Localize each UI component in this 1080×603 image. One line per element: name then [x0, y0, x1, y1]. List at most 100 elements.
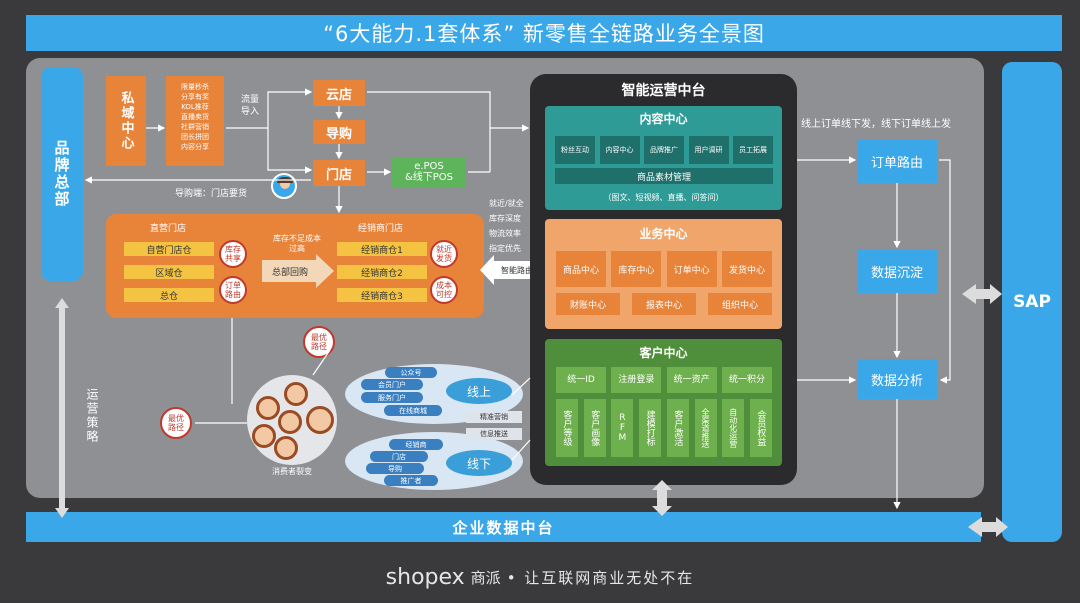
- footer-brand-cn: 商派: [470, 568, 501, 587]
- precision-marketing: 精准营销: [466, 411, 522, 423]
- guide-note: 导购端：门店要货: [175, 189, 248, 199]
- dealer-store-title: 经销商门店: [358, 224, 404, 234]
- customer-row2: 客户等级 客户画像 RFM 建模打标 客户激活 全渠道推送 自动化运营 会员权益: [556, 399, 772, 457]
- dealer-warehouse: 经销商仓1: [337, 242, 427, 256]
- dealer-warehouse: 经销商仓3: [337, 288, 427, 302]
- page-title: “6大能力.1套体系” 新零售全链路业务全景图: [323, 22, 765, 46]
- footer-brand: shopex: [385, 564, 465, 590]
- shopping-guide: 导购: [313, 120, 365, 144]
- smart-route-arrow: [480, 255, 542, 285]
- offline-channel: 经销商: [389, 439, 443, 450]
- customer-item: 全渠道推送: [694, 399, 717, 457]
- content-center-title: 内容中心: [639, 111, 688, 126]
- rule-item: 库存深度: [489, 214, 521, 223]
- business-row1: 商品中心 库存中心 订单中心 发货中心: [556, 251, 772, 287]
- order-routing-box: 订单路由: [857, 139, 937, 183]
- list-item: 直播卖货: [181, 113, 209, 121]
- private-domain-center: 私域中心: [106, 76, 146, 166]
- list-item: 社群营销: [181, 123, 209, 131]
- customer-item: 统一资产: [666, 367, 717, 393]
- business-item: 商品中心: [556, 251, 606, 287]
- stamp-best-path: 最优路径: [160, 407, 192, 439]
- brand-hq-bar: 品牌总部: [41, 67, 83, 281]
- direct-store-title: 直营门店: [150, 224, 187, 234]
- customer-item: RFM: [611, 399, 634, 457]
- footer: shopex 商派 • 让互联网商业无处不在: [0, 560, 1080, 594]
- face-icon: [278, 410, 302, 434]
- offline-channel: 导购: [366, 463, 424, 474]
- customer-item: 统一ID: [556, 367, 606, 393]
- rule-item: 物流效率: [489, 229, 521, 238]
- face-icon: [284, 382, 308, 406]
- business-item: 订单中心: [666, 251, 717, 287]
- hq-return-arrow: [262, 254, 334, 288]
- epos-box: e.POS &线下POS: [392, 157, 466, 187]
- data-analysis-box: 数据分析: [857, 359, 937, 399]
- content-item: 用户调研: [688, 136, 729, 164]
- offline-channel: 推广者: [384, 475, 438, 486]
- stamp-cost: 成本可控: [430, 276, 458, 304]
- sap-bar: SAP: [1002, 62, 1062, 542]
- list-item: 内容分享: [181, 143, 209, 151]
- rule-item: 就近/就全: [489, 199, 524, 208]
- business-item: 财账中心: [556, 293, 620, 315]
- content-item: 内容中心: [599, 136, 640, 164]
- business-item: 发货中心: [721, 251, 772, 287]
- ops-strategy-arrow: [55, 298, 69, 518]
- traffic-label: 流量导入: [240, 95, 259, 117]
- direct-store-warehouse: 总仓: [124, 288, 214, 302]
- online-offline-note: 线上订单线下发，线下订单线上发: [801, 119, 951, 130]
- private-domain-list: 限量秒杀 分享有奖 KOL推荐 直播卖货 社群营销 团长拼团 内容分享: [166, 76, 224, 166]
- business-item: 组织中心: [708, 293, 772, 315]
- rule-item: 指定优先: [489, 244, 521, 253]
- footer-slogan: • 让互联网商业无处不在: [506, 568, 695, 587]
- business-row2: 财账中心 报表中心 组织中心: [556, 293, 772, 315]
- customer-center-title: 客户中心: [639, 345, 688, 360]
- customer-item: 客户激活: [666, 399, 689, 457]
- direct-store-warehouse: 自营门店仓: [124, 242, 214, 256]
- smart-route-label: 智能路由: [501, 265, 533, 275]
- list-item: 团长拼团: [181, 133, 209, 141]
- stamp-order-route: 订单路由: [219, 276, 247, 304]
- content-item: 员工拓展: [733, 136, 773, 164]
- cloud-store: 云店: [313, 80, 365, 106]
- customer-item: 自动化运营: [722, 399, 745, 457]
- content-item: 品牌推广: [644, 136, 684, 164]
- list-item: 分享有奖: [181, 93, 209, 101]
- offline-channel: 门店: [370, 451, 428, 462]
- list-item: 限量秒杀: [181, 83, 209, 91]
- customer-row1: 统一ID 注册登录 统一资产 统一积分: [556, 367, 772, 393]
- customer-item: 客户画像: [583, 399, 606, 457]
- business-item: 库存中心: [611, 251, 662, 287]
- face-icon: [274, 436, 298, 460]
- stamp-best-path: 最优路径: [303, 326, 335, 358]
- customer-item: 注册登录: [611, 367, 662, 393]
- customer-item: 建模打标: [639, 399, 662, 457]
- consumer-faces: [250, 380, 334, 464]
- material-note: （图文、短视频、直播、问答问）: [603, 192, 724, 202]
- shortage-text: 库存不足成本过高: [273, 234, 321, 253]
- stamp-inventory-share: 库存共享: [219, 240, 247, 268]
- business-item: 报表中心: [632, 293, 696, 315]
- online-channel: 在线商城: [384, 405, 442, 416]
- stamp-nearby: 就近发货: [430, 240, 458, 268]
- face-icon: [306, 406, 334, 434]
- consumer-label: 消费者裂变: [272, 467, 312, 476]
- online-channel: 公众号: [385, 367, 437, 378]
- material-management: 商品素材管理: [555, 168, 773, 184]
- ops-center-title: 智能运营中台: [621, 83, 706, 99]
- content-items: 粉丝互动 内容中心 品牌推广 用户调研 员工拓展: [555, 136, 773, 164]
- enterprise-data-bar: 企业数据中台: [26, 512, 981, 542]
- customer-item: 客户等级: [556, 399, 578, 457]
- business-center-title: 业务中心: [639, 226, 688, 241]
- ops-strategy-label: 运营策略: [85, 388, 99, 444]
- face-icon: [252, 424, 276, 448]
- content-item: 粉丝互动: [555, 136, 595, 164]
- hq-return-label: 总部回购: [271, 267, 308, 278]
- online-channel: 服务门户: [361, 392, 423, 403]
- customer-item: 会员权益: [749, 399, 772, 457]
- physical-store: 门店: [313, 160, 365, 186]
- dealer-warehouse: 经销商仓2: [337, 265, 427, 279]
- title-bar: “6大能力.1套体系” 新零售全链路业务全景图: [26, 15, 1062, 51]
